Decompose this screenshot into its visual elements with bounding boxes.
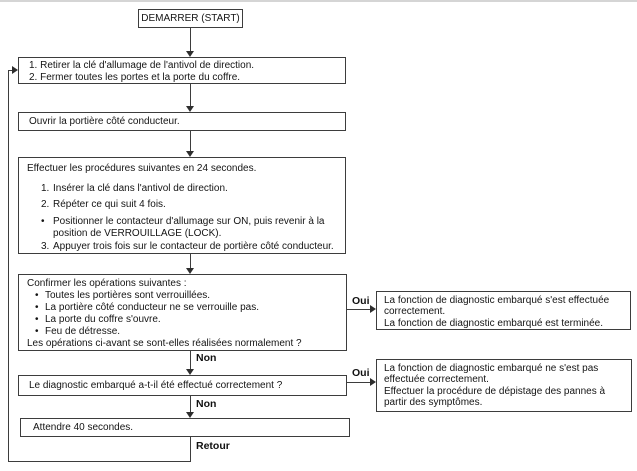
return-line-left [8,70,9,462]
return-line-bottom [8,461,191,462]
result-failure-line2: Effectuer la procédure de dépistage des … [384,385,606,409]
procedures-item-1: 1. Insérer la clé dans l'antivol de dire… [41,183,339,195]
connector-start-step1 [190,28,191,52]
branch-label-retour: Retour [196,440,230,452]
confirm-bullet-1-text: Toutes les portières sont verrouillées. [45,290,211,302]
arrowhead-right-oui-2 [370,378,376,386]
start-label: DEMARRER (START) [141,13,240,24]
return-line-from-wait [190,437,191,462]
result-success-line1: La fonction de diagnostic embarqué s'est… [384,295,610,318]
procedures-title: Effectuer les procédures suivantes en 24… [27,163,257,174]
confirm-bullet-3-marker: • [35,314,39,326]
confirm-bullet-1-marker: • [35,290,39,302]
arrowhead-down-decision1 [186,268,194,274]
confirm-bullet-2: • La portière côté conducteur ne se verr… [35,302,340,314]
procedures-item-3: • Positionner le contacteur d'allumage s… [41,216,339,240]
result-failure-line1: La fonction de diagnostic embarqué ne s'… [384,363,599,386]
process-remove-key-line1: 1. Retirer la clé d'allumage de l'antivo… [29,60,255,71]
decision-box-diag-question: Le diagnostic embarqué a-t-il été effect… [18,375,347,396]
result-success-line2: La fonction de diagnostic embarqué est t… [384,317,604,329]
confirm-bullet-4-text: Feu de détresse. [45,326,121,338]
confirm-bullet-3: • La porte du coffre s'ouvre. [35,314,340,326]
result-box-success: La fonction de diagnostic embarqué s'est… [376,291,631,330]
confirm-bullet-2-marker: • [35,302,39,314]
confirm-bullet-1: • Toutes les portières sont verrouillées… [35,290,340,302]
confirm-bullet-3-text: La porte du coffre s'ouvre. [45,314,161,326]
connector-decision2-wait [190,396,191,413]
connector-step1-step2 [190,84,191,107]
arrowhead-right-oui-1 [370,305,376,313]
procedures-item-2-marker: 2. [41,199,50,210]
process-box-open-door: Ouvrir la portière côté conducteur. [18,112,346,131]
connector-oui-2 [347,382,371,383]
return-loop-stub [8,70,13,71]
connector-decision1-decision2 [190,351,191,370]
procedures-item-1-text: Insérer la clé dans l'antivol de directi… [53,183,228,194]
start-node: DEMARRER (START) [138,9,243,28]
procedures-item-3-text: Positionner le contacteur d'allumage sur… [53,216,325,239]
procedures-item-4-text: Appuyer trois fois sur le contacteur de … [53,241,334,252]
branch-label-non-2: Non [196,398,217,410]
diag-question-text: Le diagnostic embarqué a-t-il été effect… [29,380,283,391]
procedures-item-2-text: Répéter ce qui suit 4 fois. [53,199,166,210]
process-box-remove-key: 1. Retirer la clé d'allumage de l'antivo… [18,57,346,84]
confirm-bullet-4-marker: • [35,326,39,338]
process-box-procedures: Effectuer les procédures suivantes en 24… [18,157,346,254]
procedures-item-4: 3. Appuyer trois fois sur le contacteur … [41,241,339,253]
confirm-bullet-2-text: La portière côté conducteur ne se verrou… [45,302,260,314]
process-open-door-text: Ouvrir la portière côté conducteur. [29,116,180,127]
connector-step3-decision1 [190,254,191,269]
result-box-failure: La fonction de diagnostic embarqué ne s'… [376,359,632,412]
procedures-item-2: 2. Répéter ce qui suit 4 fois. [41,199,339,211]
procedures-item-3-marker: • [41,216,45,227]
confirm-question: Les opérations ci-avant se sont-elles ré… [27,338,302,350]
branch-label-oui-2: Oui [352,367,370,379]
decision-box-confirm-operations: Confirmer les opérations suivantes : • T… [18,274,347,351]
confirm-bullet-4: • Feu de détresse. [35,326,340,338]
procedures-item-1-marker: 1. [41,183,50,194]
process-remove-key-line2: 2. Fermer toutes les portes et la porte … [29,71,241,83]
arrowhead-down-step1 [186,51,194,57]
page-top-divider [0,0,637,2]
process-box-wait: Attendre 40 secondes. [20,418,350,437]
arrowhead-right-return [12,66,18,74]
arrowhead-down-wait [186,412,194,418]
branch-label-oui-1: Oui [352,295,370,307]
connector-step2-step3 [190,131,191,152]
arrowhead-down-step2 [186,106,194,112]
procedures-item-4-marker: 3. [41,241,50,252]
confirm-title: Confirmer les opérations suivantes : [27,278,187,289]
arrowhead-down-decision2 [186,369,194,375]
wait-text: Attendre 40 secondes. [33,422,134,433]
arrowhead-down-step3 [186,151,194,157]
branch-label-non-1: Non [196,352,217,364]
connector-oui-1 [347,309,371,310]
